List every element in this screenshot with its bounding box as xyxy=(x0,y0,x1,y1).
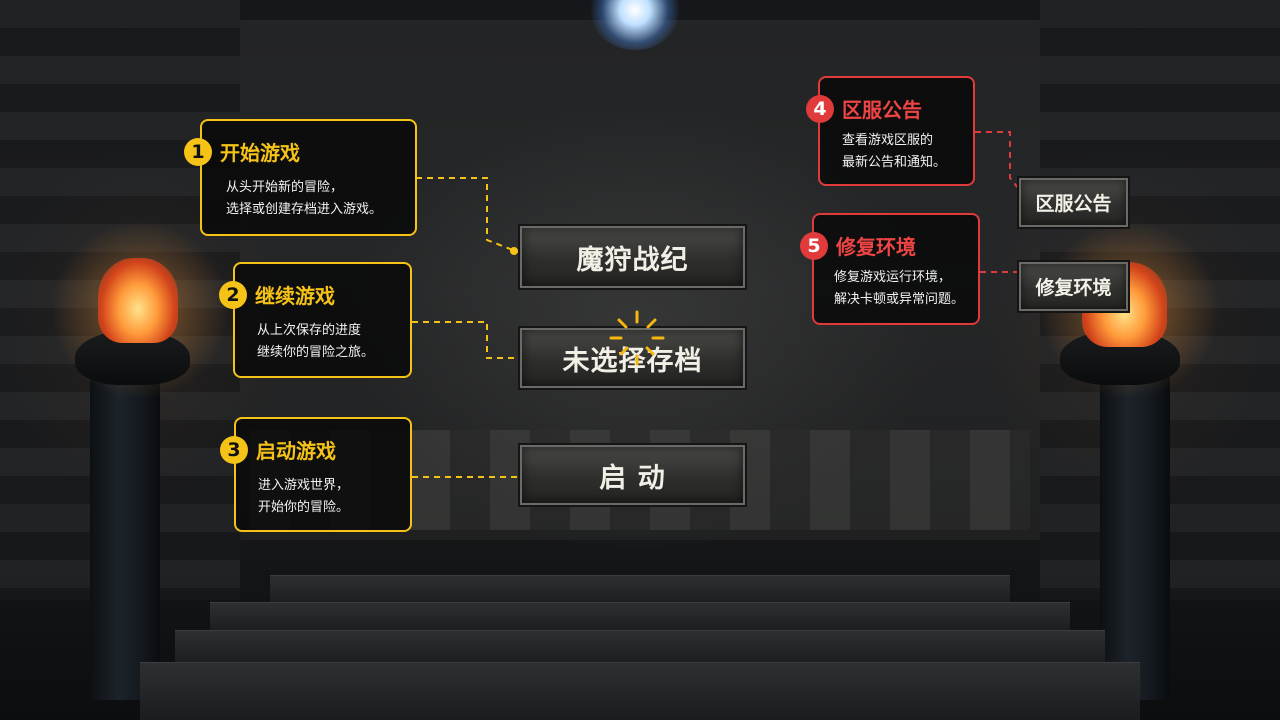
save-slot-button[interactable]: 未选择存档 xyxy=(520,328,745,388)
connector-5 xyxy=(980,271,1019,282)
connector-1-dot xyxy=(510,247,518,255)
callout-title: 继续游戏 xyxy=(255,284,335,308)
launch-button[interactable]: 启 动 xyxy=(520,445,745,505)
callout-desc-line: 从上次保存的进度 xyxy=(257,323,362,338)
callout-number-badge: 1 xyxy=(184,137,212,166)
callout-description: 进入游戏世界， 开始你的冒险。 xyxy=(258,475,349,519)
callout-start-game: 1 开始游戏 从头开始新的冒险， 选择或创建存档进入游戏。 xyxy=(184,119,417,236)
callout-number-badge: 5 xyxy=(800,231,828,260)
callout-number-badge: 3 xyxy=(220,435,248,464)
callout-title: 启动游戏 xyxy=(256,439,336,463)
stair-step-3 xyxy=(175,630,1105,666)
callout-title: 开始游戏 xyxy=(220,141,300,165)
callout-description: 查看游戏区服的 最新公告和通知。 xyxy=(842,130,946,174)
callout-desc-line: 开始你的冒险。 xyxy=(258,500,350,515)
stair-step-2 xyxy=(210,602,1070,633)
repair-environment-button[interactable]: 修复环境 xyxy=(1019,262,1128,311)
callout-description: 修复游戏运行环境， 解决卡顿或异常问题。 xyxy=(834,267,964,311)
callout-server-announcement: 4 区服公告 查看游戏区服的 最新公告和通知。 xyxy=(806,76,975,186)
connector-1 xyxy=(416,177,519,253)
callout-launch-game: 3 启动游戏 进入游戏世界， 开始你的冒险。 xyxy=(220,417,412,532)
connector-2 xyxy=(412,321,518,359)
callout-desc-line: 最新公告和通知。 xyxy=(842,155,947,170)
callout-desc-line: 选择或创建存档进入游戏。 xyxy=(226,202,383,217)
server-announcement-button[interactable]: 区服公告 xyxy=(1019,178,1128,227)
callout-number-badge: 2 xyxy=(219,280,247,309)
callout-title: 修复环境 xyxy=(836,235,916,259)
callout-desc-line: 进入游戏世界， xyxy=(258,478,350,493)
callout-desc-line: 查看游戏区服的 xyxy=(842,133,934,148)
callout-desc-line: 修复游戏运行环境， xyxy=(834,270,952,285)
callout-desc-line: 继续你的冒险之旅。 xyxy=(257,345,375,360)
callout-desc-line: 从头开始新的冒险， xyxy=(226,180,344,195)
right-pillar xyxy=(1100,370,1170,700)
callout-repair-environment: 5 修复环境 修复游戏运行环境， 解决卡顿或异常问题。 xyxy=(800,213,980,325)
connector-4 xyxy=(975,131,1019,189)
callout-description: 从上次保存的进度 继续你的冒险之旅。 xyxy=(257,320,374,364)
left-pillar xyxy=(90,370,160,700)
callout-description: 从头开始新的冒险， 选择或创建存档进入游戏。 xyxy=(226,177,382,221)
stair-step-4 xyxy=(140,662,1140,720)
sparkle-icon xyxy=(609,310,665,366)
callout-title: 区服公告 xyxy=(842,98,922,122)
callout-continue-game: 2 继续游戏 从上次保存的进度 继续你的冒险之旅。 xyxy=(219,262,412,378)
stair-step-1 xyxy=(270,575,1010,606)
callout-number-badge: 4 xyxy=(806,94,834,123)
callout-desc-line: 解决卡顿或异常问题。 xyxy=(834,292,965,307)
left-torch-flame xyxy=(98,258,178,343)
game-title-button[interactable]: 魔狩战纪 xyxy=(520,226,745,288)
